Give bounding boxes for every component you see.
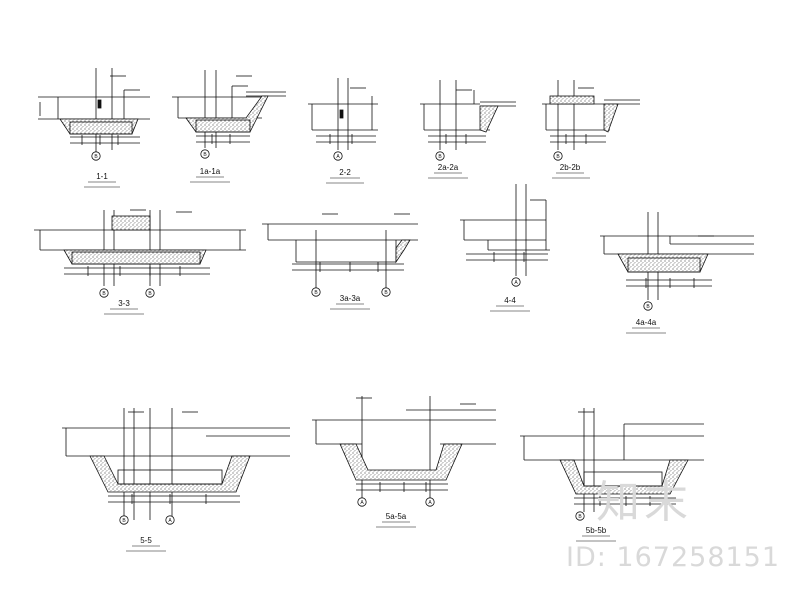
section-title-2-2: 2-2 xyxy=(339,168,351,177)
section-title-5-5: 5-5 xyxy=(140,536,152,545)
svg-text:A: A xyxy=(428,500,432,506)
section-3-3 xyxy=(34,209,246,286)
section-title-5a-5a: 5a-5a xyxy=(386,512,407,521)
section-title-3a-3a: 3a-3a xyxy=(340,294,361,303)
section-title-2a-2a: 2a-2a xyxy=(438,163,459,172)
svg-text:B: B xyxy=(122,518,126,524)
axis-bubble-s5b-0: B xyxy=(575,511,585,521)
svg-text:A: A xyxy=(514,280,518,286)
section-title-4-4: 4-4 xyxy=(504,296,516,305)
svg-text:A: A xyxy=(168,518,172,524)
svg-text:B: B xyxy=(203,152,207,158)
section-titles: 1-1 1a-1a 2-2 2a-2a 2b-2b 3-3 3a-3a 4-4 … xyxy=(96,163,657,545)
axis-bubble-s1-0: B xyxy=(91,151,101,161)
section-1-1 xyxy=(38,68,150,152)
svg-text:B: B xyxy=(148,291,152,297)
axis-bubble-s4-0: A xyxy=(511,277,521,287)
section-title-2b-2b: 2b-2b xyxy=(560,163,581,172)
axis-bubble-s5-0: B xyxy=(119,515,129,525)
axis-bubble-s1a-0: B xyxy=(200,149,210,159)
axis-bubbles: B B A B B B B B B A B B A A A B xyxy=(91,149,653,525)
svg-text:B: B xyxy=(578,514,582,520)
watermark-id: ID: 167258151 xyxy=(566,542,781,573)
svg-text:B: B xyxy=(102,291,106,297)
axis-bubble-s3-0: B xyxy=(99,288,109,298)
axis-bubble-s2a-0: B xyxy=(435,151,445,161)
svg-text:A: A xyxy=(360,500,364,506)
svg-text:B: B xyxy=(438,154,442,160)
section-title-4a-4a: 4a-4a xyxy=(636,318,657,327)
section-5a-5a xyxy=(312,396,496,502)
axis-bubble-s2-0: A xyxy=(333,151,343,161)
section-title-1-1: 1-1 xyxy=(96,172,108,181)
section-title-3-3: 3-3 xyxy=(118,299,130,308)
section-1a-1a xyxy=(172,70,286,148)
section-5b-5b xyxy=(520,408,704,512)
axis-bubble-s5-1: A xyxy=(165,515,175,525)
svg-text:B: B xyxy=(94,154,98,160)
svg-text:B: B xyxy=(646,304,650,310)
section-3a-3a xyxy=(262,213,418,290)
axis-bubble-s3a-0: B xyxy=(311,287,321,297)
axis-bubble-s4a-0: B xyxy=(643,301,653,311)
axis-bubble-s5a-0: A xyxy=(357,497,367,507)
axis-bubble-s3a-1: B xyxy=(381,287,391,297)
section-title-5b-5b: 5b-5b xyxy=(586,526,607,535)
section-2-2 xyxy=(308,78,378,150)
axis-bubble-s5a-1: A xyxy=(425,497,435,507)
section-2a-2a xyxy=(420,80,516,150)
section-4a-4a xyxy=(600,212,754,300)
svg-text:B: B xyxy=(556,154,560,160)
svg-text:B: B xyxy=(384,290,388,296)
svg-text:A: A xyxy=(336,154,340,160)
section-2b-2b xyxy=(542,80,640,150)
axis-bubble-s3-1: B xyxy=(145,288,155,298)
section-5-5 xyxy=(62,408,290,520)
axis-bubble-s2b-0: B xyxy=(553,151,563,161)
title-underlines xyxy=(84,172,666,552)
svg-text:B: B xyxy=(314,290,318,296)
section-4-4 xyxy=(460,184,550,276)
watermark-logo: 知末 xyxy=(596,477,692,528)
section-title-1a-1a: 1a-1a xyxy=(200,167,221,176)
